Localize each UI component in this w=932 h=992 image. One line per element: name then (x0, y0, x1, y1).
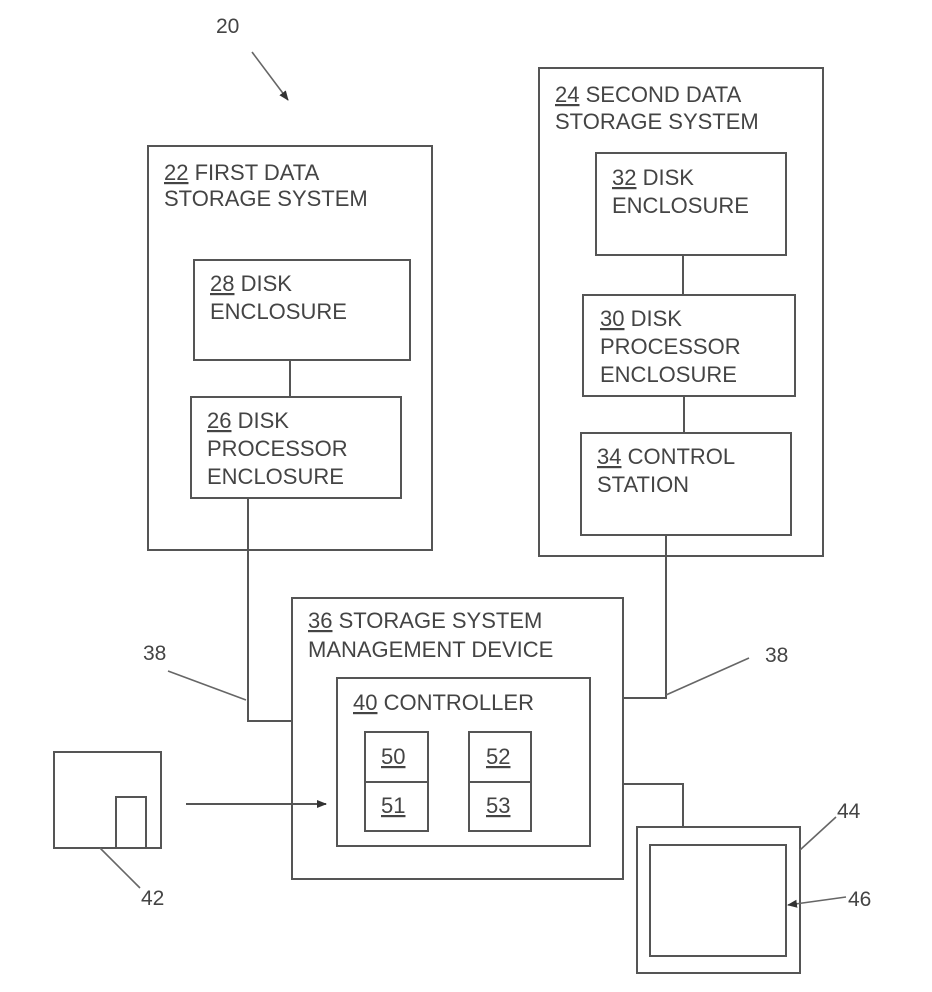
ref-38-right-label: 38 (765, 644, 788, 667)
second-system-box (538, 67, 824, 557)
module-group-right: 52 53 (468, 731, 532, 832)
ref-46-arrow (787, 896, 847, 908)
disk-enclosure-32: 32 DISK ENCLOSURE (595, 152, 787, 256)
ref-44-label: 44 (837, 800, 861, 823)
first-system-box (147, 145, 433, 551)
disk-enclosure-32-title: DISK (636, 165, 694, 190)
first-system-title-line2: STORAGE SYSTEM (164, 186, 368, 211)
svg-text:40 CONTROLLER: 40 CONTROLLER (353, 690, 534, 715)
second-data-storage-system: 24 SECOND DATA STORAGE SYSTEM (538, 67, 824, 557)
mgmt-device-number: 36 (308, 608, 332, 633)
module-52: 52 (486, 744, 510, 769)
dpe-26-number: 26 (207, 408, 231, 433)
disk-processor-enclosure-26: 26 DISK PROCESSOR ENCLOSURE (190, 396, 402, 499)
svg-text:26 DISK: 26 DISK (207, 408, 289, 433)
disk-enclosure-28-title-line2: ENCLOSURE (210, 299, 347, 324)
storage-system-management-device: 36 STORAGE SYSTEM MANAGEMENT DEVICE (291, 597, 624, 880)
link-38-left (247, 498, 292, 722)
disk-enclosure-28-title: DISK (234, 271, 292, 296)
disk-enclosure-28-number: 28 (210, 271, 234, 296)
dpe-26-title-line3: ENCLOSURE (207, 464, 344, 489)
ref-20-arrow (251, 51, 289, 101)
ref-42-label: 42 (141, 887, 164, 910)
dpe-30-title-line3: ENCLOSURE (600, 362, 737, 387)
dpe-26-title-line2: PROCESSOR (207, 436, 348, 461)
svg-text:24 SECOND DATA: 24 SECOND DATA (555, 82, 742, 107)
first-system-number: 22 (164, 160, 188, 185)
ref-42-leader (99, 847, 141, 889)
svg-text:34 CONTROL: 34 CONTROL (597, 444, 735, 469)
media-icon (53, 751, 162, 849)
controller-title: CONTROLLER (377, 690, 533, 715)
control-station-number: 34 (597, 444, 621, 469)
module-51: 51 (381, 793, 405, 818)
control-station-title-line2: STATION (597, 472, 689, 497)
mgmt-device-title-line2: MANAGEMENT DEVICE (308, 637, 553, 662)
control-station-34: 34 CONTROL STATION (580, 432, 792, 536)
dpe-30-number: 30 (600, 306, 624, 331)
dpe-30-title: DISK (624, 306, 682, 331)
ref-38-left-label: 38 (143, 642, 166, 665)
svg-text:30 DISK: 30 DISK (600, 306, 682, 331)
second-system-title-line2: STORAGE SYSTEM (555, 109, 759, 134)
module-group-left: 50 51 (364, 731, 429, 832)
display-screen-46 (649, 844, 787, 957)
controller-40: 40 CONTROLLER (336, 677, 591, 847)
controller-number: 40 (353, 690, 377, 715)
svg-text:22 FIRST DATA: 22 FIRST DATA (164, 160, 320, 185)
dpe-26-title: DISK (231, 408, 289, 433)
display-connector (623, 783, 684, 827)
mgmt-device-title: STORAGE SYSTEM (332, 608, 542, 633)
disk-enclosure-28: 28 DISK ENCLOSURE (193, 259, 411, 361)
disk-enclosure-32-title-line2: ENCLOSURE (612, 193, 749, 218)
svg-text:28 DISK: 28 DISK (210, 271, 292, 296)
ref-46-label: 46 (848, 888, 871, 911)
first-system-title: FIRST DATA (188, 160, 319, 185)
display-44 (636, 826, 801, 974)
monitor-icon (636, 826, 801, 974)
first-data-storage-system: 22 FIRST DATA STORAGE SYSTEM (147, 145, 433, 551)
dpe-30-title-line2: PROCESSOR (600, 334, 741, 359)
second-system-number: 24 (555, 82, 579, 107)
svg-text:36 STORAGE SYSTEM: 36 STORAGE SYSTEM (308, 608, 542, 633)
disk-enclosure-32-number: 32 (612, 165, 636, 190)
module-50: 50 (381, 744, 405, 769)
ref-38-right-leader (665, 657, 750, 696)
media-shutter (115, 796, 147, 849)
second-system-title: SECOND DATA (579, 82, 741, 107)
control-station-title: CONTROL (621, 444, 735, 469)
ref-38-left-leader (167, 670, 247, 701)
storage-media-42 (53, 751, 162, 849)
disk-processor-enclosure-30: 30 DISK PROCESSOR ENCLOSURE (582, 294, 796, 397)
module-53: 53 (486, 793, 510, 818)
svg-text:32 DISK: 32 DISK (612, 165, 694, 190)
link-38-right (623, 535, 667, 699)
ref-20-label: 20 (216, 15, 239, 38)
ref-44-leader (799, 816, 837, 851)
